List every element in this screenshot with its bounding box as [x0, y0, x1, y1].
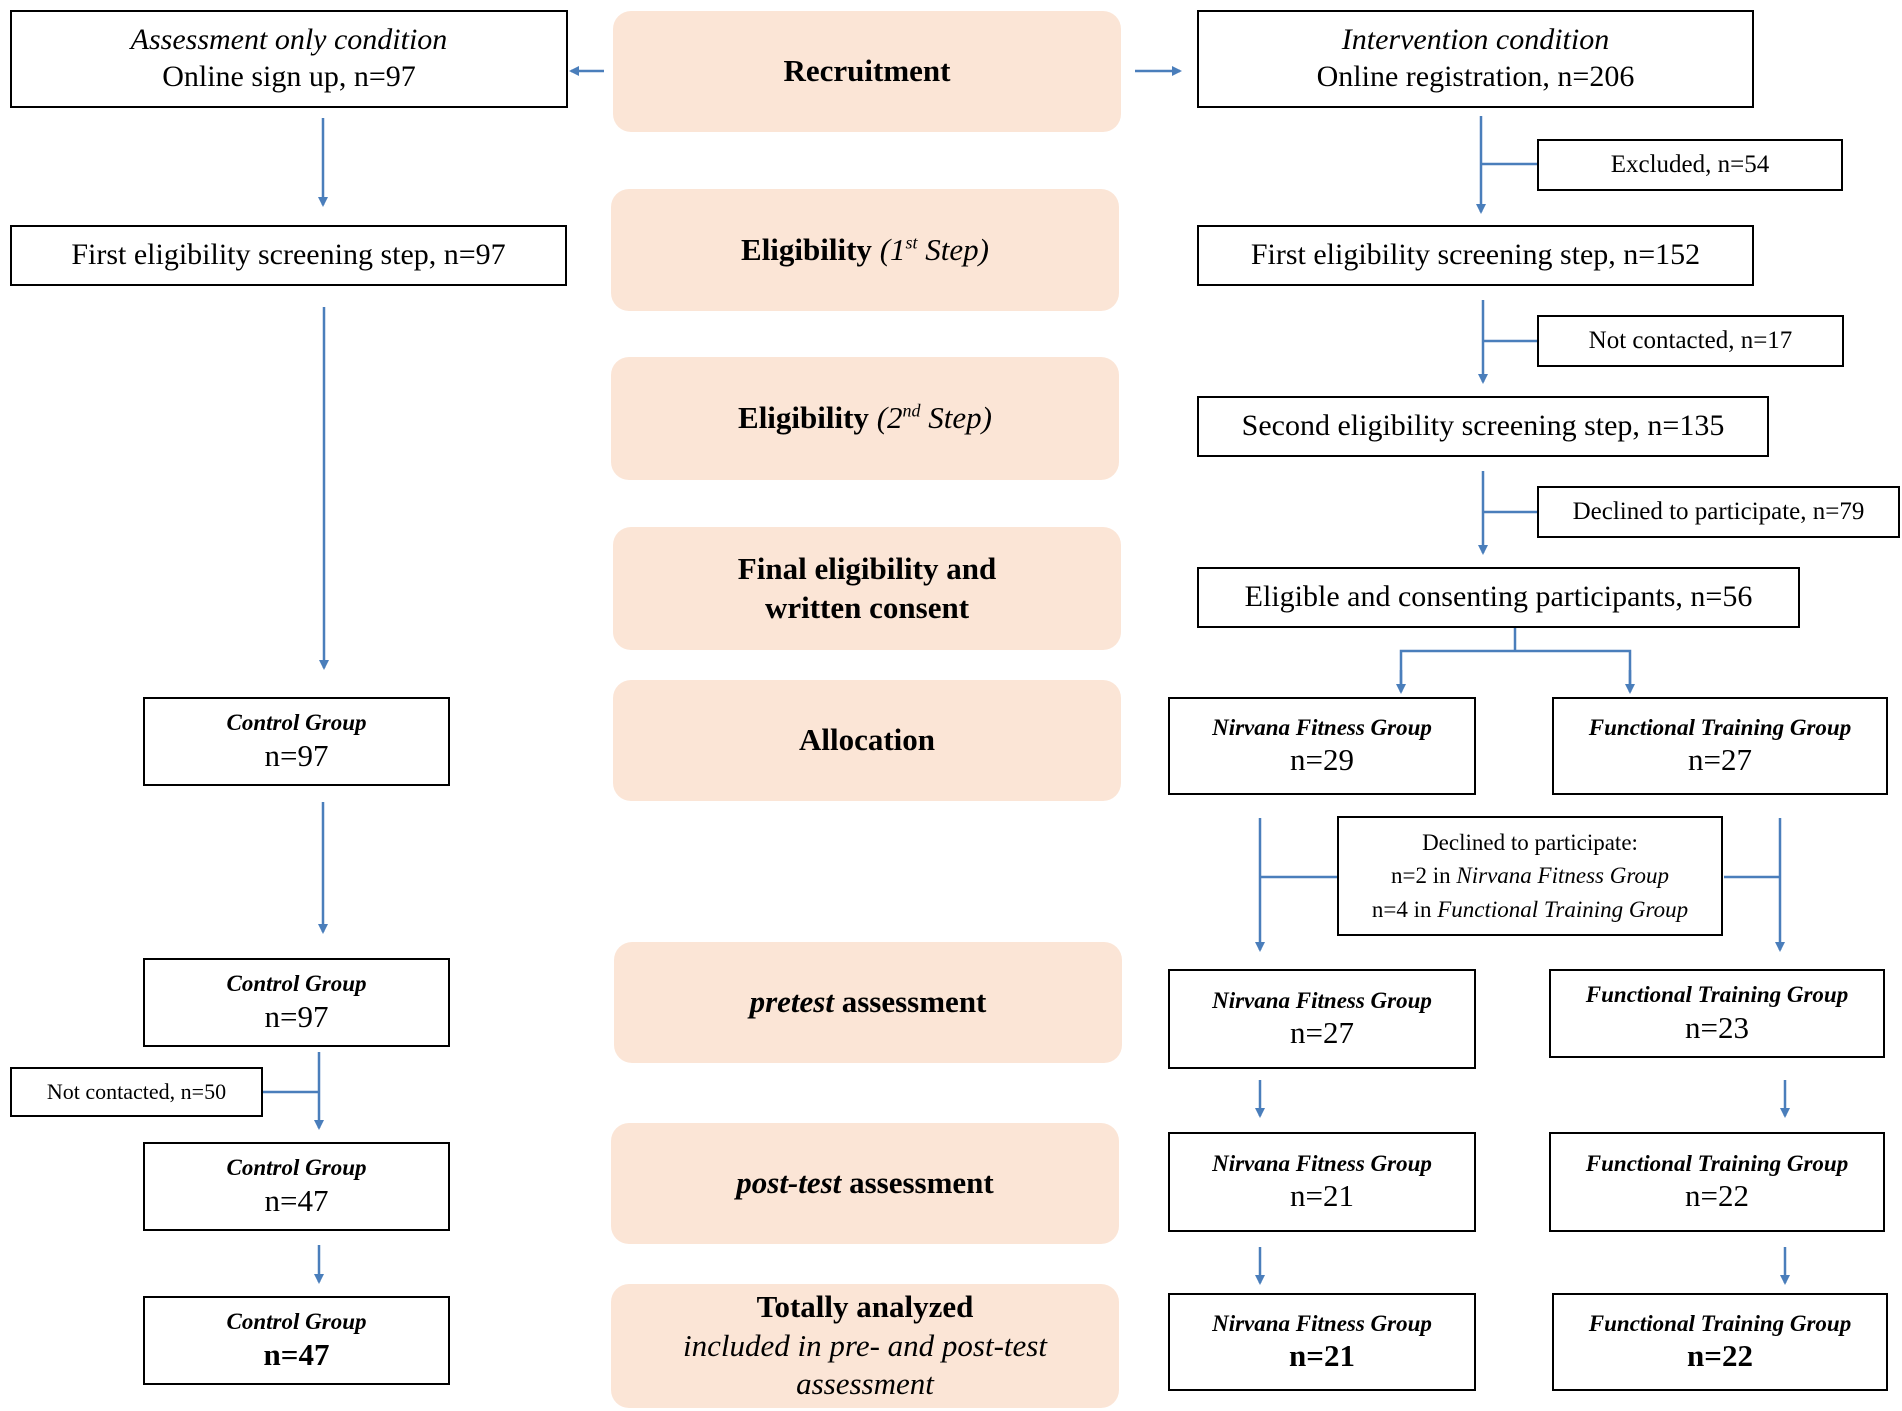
second-screening-box: Second eligibility screening step, n=135 — [1197, 396, 1769, 457]
eligible-consenting-label: Eligible and consenting participants, n=… — [1244, 580, 1753, 614]
stage-final-line1: Final eligibility and — [737, 550, 997, 586]
not-contacted-right-box: Not contacted, n=17 — [1537, 315, 1844, 367]
right-first-screening-box: First eligibility screening step, n=152 — [1197, 225, 1754, 286]
left-first-screening-label: First eligibility screening step, n=97 — [71, 238, 506, 272]
not-contacted-left-box: Not contacted, n=50 — [10, 1067, 263, 1117]
stage-posttest-label: post-test assessment — [736, 1165, 994, 1201]
control-posttest-n: n=47 — [264, 1182, 329, 1218]
functional-pretest-n: n=23 — [1685, 1009, 1749, 1045]
stage-pretest-label: pretest assessment — [749, 984, 987, 1020]
nirvana-pretest-box: Nirvana Fitness Group n=27 — [1168, 969, 1476, 1069]
functional-allocation-n: n=27 — [1688, 742, 1752, 778]
nirvana-analyzed-group: Nirvana Fitness Group — [1212, 1310, 1432, 1336]
nirvana-posttest-n: n=21 — [1290, 1178, 1354, 1214]
intervention-box: Intervention condition Online registrati… — [1197, 10, 1754, 108]
declined-groups-box: Declined to participate: n=2 in Nirvana … — [1337, 816, 1723, 936]
control-posttest-group: Control Group — [226, 1155, 367, 1181]
nirvana-allocation-box: Nirvana Fitness Group n=29 — [1168, 697, 1476, 795]
stage-recruitment-label: Recruitment — [783, 53, 951, 89]
stage-analyzed-line3: assessment — [796, 1366, 934, 1402]
second-screening-label: Second eligibility screening step, n=135 — [1241, 409, 1725, 443]
functional-pretest-box: Functional Training Group n=23 — [1549, 969, 1885, 1058]
assessment-only-box: Assessment only condition Online sign up… — [10, 10, 568, 108]
stage-final-eligibility: Final eligibility and written consent — [613, 527, 1121, 650]
functional-allocation-group: Functional Training Group — [1588, 714, 1852, 740]
nirvana-allocation-n: n=29 — [1290, 742, 1354, 778]
assessment-only-detail: Online sign up, n=97 — [162, 60, 416, 93]
eligible-consenting-box: Eligible and consenting participants, n=… — [1197, 567, 1800, 628]
nirvana-analyzed-box: Nirvana Fitness Group n=21 — [1168, 1293, 1476, 1391]
stage-eligibility-1-label: Eligibility (1st Step) — [741, 231, 989, 267]
stage-eligibility-2: Eligibility (2nd Step) — [611, 357, 1119, 480]
nirvana-posttest-group: Nirvana Fitness Group — [1212, 1150, 1432, 1176]
functional-posttest-box: Functional Training Group n=22 — [1549, 1132, 1885, 1232]
intervention-detail: Online registration, n=206 — [1316, 60, 1635, 93]
excluded-label: Excluded, n=54 — [1610, 151, 1770, 178]
control-allocation-group: Control Group — [226, 710, 367, 736]
not-contacted-left-label: Not contacted, n=50 — [46, 1078, 227, 1104]
nirvana-analyzed-n: n=21 — [1289, 1338, 1355, 1374]
stage-allocation-label: Allocation — [798, 722, 936, 758]
control-posttest-box: Control Group n=47 — [143, 1142, 450, 1231]
declined-groups-title: Declined to participate: — [1422, 829, 1638, 855]
functional-analyzed-box: Functional Training Group n=22 — [1552, 1293, 1888, 1391]
declined-groups-line2: n=4 in Functional Training Group — [1371, 896, 1689, 922]
control-pretest-box: Control Group n=97 — [143, 958, 450, 1047]
stage-recruitment: Recruitment — [613, 11, 1121, 132]
declined-right-label: Declined to participate, n=79 — [1572, 498, 1865, 525]
stage-analyzed-line1: Totally analyzed — [756, 1288, 974, 1324]
control-analyzed-group: Control Group — [226, 1309, 367, 1335]
right-first-screening-label: First eligibility screening step, n=152 — [1250, 238, 1701, 272]
left-first-screening-box: First eligibility screening step, n=97 — [10, 225, 567, 286]
functional-pretest-group: Functional Training Group — [1585, 982, 1849, 1008]
nirvana-allocation-group: Nirvana Fitness Group — [1212, 714, 1432, 740]
nirvana-pretest-group: Nirvana Fitness Group — [1212, 987, 1432, 1013]
not-contacted-right-label: Not contacted, n=17 — [1588, 327, 1793, 354]
stage-pretest: pretest assessment — [614, 942, 1122, 1063]
stage-allocation: Allocation — [613, 680, 1121, 801]
functional-allocation-box: Functional Training Group n=27 — [1552, 697, 1888, 795]
intervention-title: Intervention condition — [1341, 23, 1610, 57]
nirvana-posttest-box: Nirvana Fitness Group n=21 — [1168, 1132, 1476, 1232]
stage-eligibility-1: Eligibility (1st Step) — [611, 189, 1119, 311]
declined-right-box: Declined to participate, n=79 — [1537, 486, 1900, 538]
stage-analyzed: Totally analyzed included in pre- and po… — [611, 1284, 1119, 1408]
allocation-split — [1399, 649, 1632, 690]
assessment-only-title: Assessment only condition — [130, 23, 448, 57]
stage-analyzed-line2: included in pre- and post-test — [683, 1327, 1047, 1363]
control-allocation-n: n=97 — [264, 737, 329, 773]
functional-posttest-n: n=22 — [1685, 1178, 1749, 1214]
stage-eligibility-2-label: Eligibility (2nd Step) — [738, 400, 992, 436]
control-pretest-group: Control Group — [226, 971, 367, 997]
functional-posttest-group: Functional Training Group — [1585, 1150, 1849, 1176]
control-pretest-n: n=97 — [264, 998, 329, 1034]
control-analyzed-n: n=47 — [263, 1336, 330, 1372]
nirvana-pretest-n: n=27 — [1290, 1015, 1354, 1051]
excluded-box: Excluded, n=54 — [1537, 139, 1843, 191]
declined-groups-line1: n=2 in Nirvana Fitness Group — [1391, 863, 1669, 889]
control-analyzed-box: Control Group n=47 — [143, 1296, 450, 1385]
stage-final-line2: written consent — [764, 589, 970, 625]
functional-analyzed-group: Functional Training Group — [1588, 1310, 1852, 1336]
stage-posttest: post-test assessment — [611, 1123, 1119, 1244]
control-allocation-box: Control Group n=97 — [143, 697, 450, 786]
functional-analyzed-n: n=22 — [1687, 1338, 1753, 1374]
